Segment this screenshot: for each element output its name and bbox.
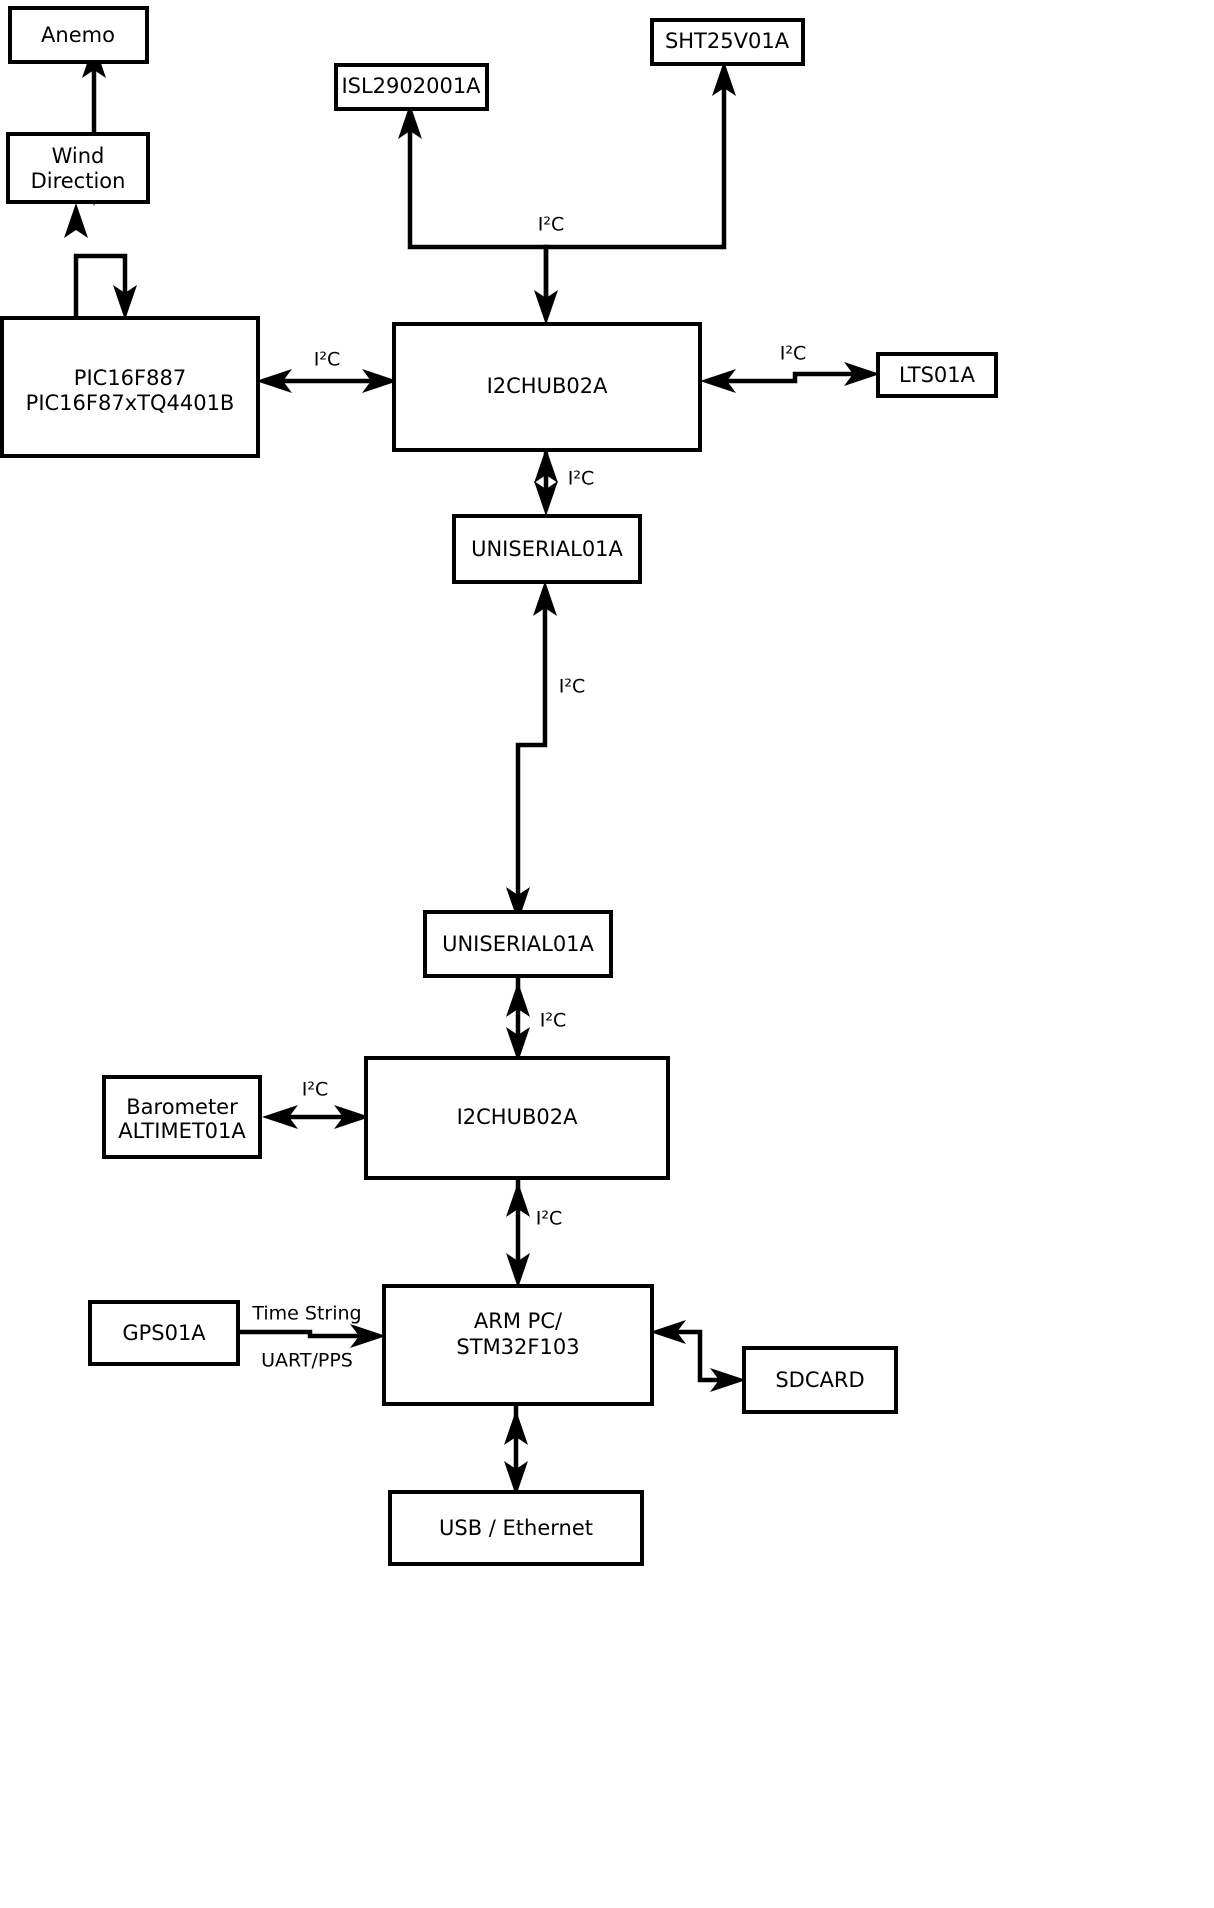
block-pic16f887[interactable]: PIC16F887 PIC16F87xTQ4401B bbox=[0, 316, 260, 458]
connection-i2chub-top-lts bbox=[700, 362, 880, 393]
block-barometer-label-line1: Barometer bbox=[126, 1095, 238, 1119]
edge-label-i2c-hub-lts: I²C bbox=[780, 343, 807, 365]
edge-label-i2c-hub-uniserial: I²C bbox=[568, 468, 595, 490]
connection-uniserial-bottom-i2chub-bottom bbox=[506, 974, 530, 1062]
arrow-head-up bbox=[504, 1410, 528, 1445]
arrow-head-right bbox=[350, 1324, 386, 1348]
arrow-head-right bbox=[362, 369, 398, 393]
edge-label-time-string: Time String bbox=[251, 1303, 361, 1325]
block-lts01a[interactable]: LTS01A bbox=[876, 352, 998, 398]
block-uniserial01a-bottom-label: UNISERIAL01A bbox=[442, 932, 594, 956]
block-arm-pc-stm32f103[interactable]: ARM PC/ STM32F103 bbox=[382, 1284, 654, 1406]
connection-i2chub-top-isl bbox=[398, 104, 549, 312]
block-isl2902001a[interactable]: ISL2902001A bbox=[334, 63, 489, 111]
block-anemo[interactable]: Anemo bbox=[8, 6, 149, 64]
connection-gps-armpc bbox=[238, 1324, 386, 1348]
arrow-head-down bbox=[506, 887, 530, 922]
edge-label-i2c-uniserial-hub-bottom: I²C bbox=[540, 1010, 567, 1032]
edge-label-uart-pps: UART/PPS bbox=[261, 1350, 353, 1372]
arrow-head-down bbox=[506, 1027, 530, 1062]
arrow-head-down bbox=[534, 481, 558, 516]
block-pic16f887-label-line2: PIC16F87xTQ4401B bbox=[26, 391, 235, 415]
block-isl2902001a-label: ISL2902001A bbox=[341, 74, 481, 98]
connection-pic-i2chub-top bbox=[256, 369, 398, 393]
connection-armpc-sdcard bbox=[650, 1320, 746, 1392]
edge-label-i2c-barometer-hub: I²C bbox=[302, 1079, 329, 1101]
arrow-head-up bbox=[398, 104, 422, 139]
arrow-head-up bbox=[506, 1182, 530, 1217]
block-gps01a[interactable]: GPS01A bbox=[88, 1300, 240, 1366]
arrow-head-up bbox=[64, 203, 88, 238]
arrow-head-up bbox=[534, 448, 558, 483]
block-uniserial01a-top[interactable]: UNISERIAL01A bbox=[452, 514, 642, 584]
arrow-head-left bbox=[262, 1105, 298, 1129]
block-usb-ethernet[interactable]: USB / Ethernet bbox=[388, 1490, 644, 1566]
arrow-head-left bbox=[256, 369, 292, 393]
connection-armpc-usbethernet bbox=[504, 1404, 528, 1496]
block-arm-pc-label-line1: ARM PC/ bbox=[474, 1309, 563, 1333]
arrow-head-right bbox=[710, 1368, 746, 1392]
connection-i2chub-bottom-armpc bbox=[506, 1176, 530, 1288]
block-wind-direction[interactable]: Wind Direction bbox=[6, 132, 150, 204]
block-i2chub02a-top[interactable]: I2CHUB02A bbox=[392, 322, 702, 452]
arrow-head-down bbox=[504, 1461, 528, 1496]
block-uniserial01a-bottom[interactable]: UNISERIAL01A bbox=[423, 910, 613, 978]
block-pic16f887-label-line1: PIC16F887 bbox=[74, 366, 186, 390]
block-arm-pc-label-line2: STM32F103 bbox=[456, 1335, 579, 1359]
connection-i2chub-top-sht bbox=[534, 61, 736, 325]
arrow-head-up bbox=[506, 982, 530, 1017]
block-wind-direction-label-line1: Wind bbox=[52, 144, 105, 168]
arrow-head-down bbox=[506, 1253, 530, 1288]
arrow-head-down bbox=[113, 285, 137, 320]
edge-label-i2c-uniserial-uniserial: I²C bbox=[559, 676, 586, 698]
block-lts01a-label: LTS01A bbox=[899, 363, 976, 387]
arrow-head-left bbox=[650, 1320, 686, 1344]
block-i2chub02a-bottom-label: I2CHUB02A bbox=[457, 1105, 579, 1129]
block-barometer-label-line2: ALTIMET01A bbox=[118, 1119, 246, 1143]
block-i2chub02a-bottom[interactable]: I2CHUB02A bbox=[364, 1056, 670, 1180]
arrow-head-right bbox=[844, 362, 880, 386]
block-sht25v01a-label: SHT25V01A bbox=[665, 29, 790, 53]
connection-pic-winddirection bbox=[64, 203, 137, 320]
block-usb-ethernet-label: USB / Ethernet bbox=[439, 1516, 593, 1540]
block-anemo-label: Anemo bbox=[41, 23, 115, 47]
block-wind-direction-label-line2: Direction bbox=[31, 169, 126, 193]
connection-uniserial-bottom-uniserial-top bbox=[506, 581, 557, 922]
block-sht25v01a[interactable]: SHT25V01A bbox=[650, 18, 805, 66]
block-sdcard-label: SDCARD bbox=[775, 1368, 864, 1392]
edge-label-i2c-top-bus: I²C bbox=[538, 214, 565, 236]
connection-i2chub-top-uniserial-top bbox=[534, 448, 558, 516]
arrow-head-up bbox=[712, 61, 736, 96]
edge-label-i2c-pic-hub: I²C bbox=[314, 349, 341, 371]
block-uniserial01a-top-label: UNISERIAL01A bbox=[471, 537, 623, 561]
arrow-head-down bbox=[534, 290, 558, 325]
arrow-head-right bbox=[334, 1105, 370, 1129]
arrow-head-up bbox=[533, 581, 557, 616]
block-sdcard[interactable]: SDCARD bbox=[742, 1346, 898, 1414]
edge-label-i2c-hub-arm: I²C bbox=[536, 1208, 563, 1230]
block-gps01a-label: GPS01A bbox=[122, 1321, 206, 1345]
block-barometer-altimet01a[interactable]: Barometer ALTIMET01A bbox=[102, 1075, 262, 1159]
connection-barometer-i2chub-bottom bbox=[262, 1105, 370, 1129]
arrow-head-left bbox=[700, 369, 736, 393]
block-i2chub02a-top-label: I2CHUB02A bbox=[487, 374, 609, 398]
